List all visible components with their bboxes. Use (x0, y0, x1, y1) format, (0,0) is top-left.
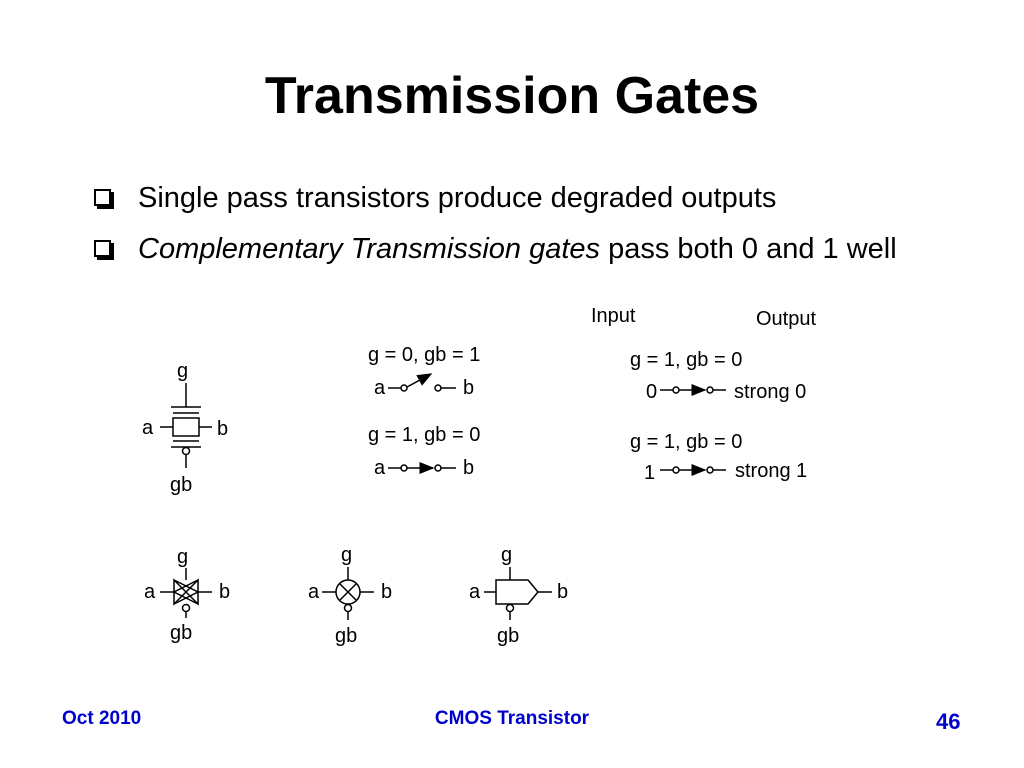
symbol2-a-label: a (308, 581, 320, 603)
symbol2-gb-label: gb (335, 625, 357, 647)
main-gate-b-label: b (217, 418, 228, 440)
example1-switch-icon (660, 384, 726, 396)
switch-closed-icon (388, 462, 456, 474)
example2-switch-icon (660, 464, 726, 476)
checkbox-bullet-icon (94, 240, 111, 257)
output-label: Output (756, 308, 816, 330)
switch-open-condition: g = 0, gb = 1 (368, 344, 480, 366)
switch-open-icon (388, 373, 456, 392)
symbol3-g-label: g (501, 544, 512, 566)
symbol2-g-label: g (341, 544, 352, 566)
footer-course: CMOS Transistor (434, 708, 590, 729)
main-gate-gb-label: gb (170, 474, 192, 496)
bullet-2-italic: Complementary Transmission gates (138, 233, 601, 265)
example1-condition: g = 1, gb = 0 (630, 349, 742, 371)
bullet-1-text: Single pass transistors produce degraded… (138, 182, 777, 214)
switch-closed-condition: g = 1, gb = 0 (368, 424, 480, 446)
symbol3-b-label: b (557, 581, 568, 603)
footer-page-number: 46 (936, 709, 961, 734)
input-label: Input (591, 305, 636, 327)
example1-input: 0 (646, 381, 657, 403)
example1-output: strong 0 (734, 381, 806, 403)
bowtie-gate-icon (160, 568, 212, 618)
main-transmission-gate (160, 383, 212, 468)
circle-x-gate-icon (322, 567, 374, 620)
example2-input: 1 (644, 462, 655, 484)
example2-condition: g = 1, gb = 0 (630, 431, 742, 453)
symbol3-a-label: a (469, 581, 481, 603)
switch-closed-b-label: b (463, 457, 474, 479)
main-gate-a-label: a (142, 417, 154, 439)
checkbox-bullet-icon (94, 189, 111, 206)
symbol1-b-label: b (219, 581, 230, 603)
main-gate-g-label: g (177, 360, 188, 382)
switch-open-b-label: b (463, 377, 474, 399)
switch-open-a-label: a (374, 377, 386, 399)
symbol3-gb-label: gb (497, 625, 519, 647)
example2-output: strong 1 (735, 460, 807, 482)
footer-date: Oct 2010 (62, 708, 142, 729)
pentagon-gate-icon (484, 567, 552, 620)
symbol1-g-label: g (177, 546, 188, 568)
switch-closed-a-label: a (374, 457, 386, 479)
slide-title: Transmission Gates (264, 67, 760, 125)
bullet-2-rest: pass both 0 and 1 well (600, 233, 897, 265)
symbol2-b-label: b (381, 581, 392, 603)
symbol1-gb-label: gb (170, 622, 192, 644)
bullet-2-text: Complementary Transmission gates pass bo… (138, 229, 908, 269)
symbol1-a-label: a (144, 581, 156, 603)
